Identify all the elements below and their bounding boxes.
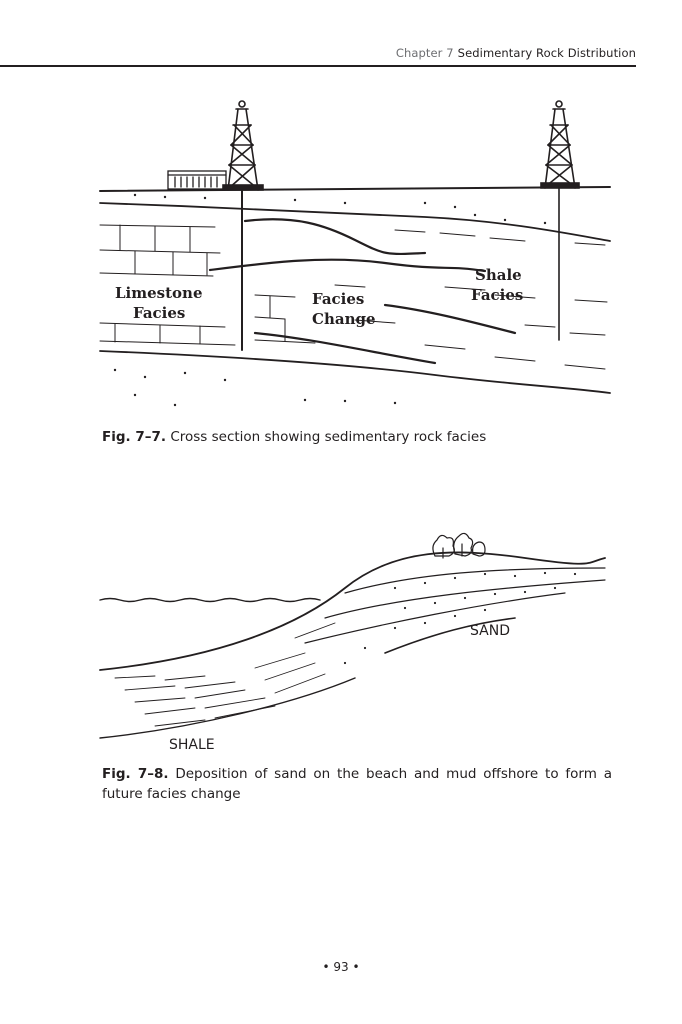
limestone-facies-label-line1: Limestone	[115, 284, 203, 302]
chapter-title: Sedimentary Rock Distribution	[457, 46, 636, 60]
figure-7-8-text: Deposition of sand on the beach and mud …	[102, 766, 612, 802]
offshore-mud-dashes	[114, 622, 336, 727]
facies-change-label-line1: Facies	[312, 290, 364, 308]
beach-deposition-illustration: SAND SHALE	[99, 532, 606, 753]
figure-7-7-caption: Fig. 7–7. Cross section showing sediment…	[102, 427, 612, 447]
sand-dots	[113, 193, 547, 407]
right-oil-derrick	[540, 100, 580, 189]
left-oil-derrick	[222, 100, 264, 191]
figure-7-7-text: Cross section showing sedimentary rock f…	[170, 429, 487, 445]
figure-7-8-number: Fig. 7–8.	[102, 766, 169, 782]
facies-change-interfingering	[208, 218, 517, 365]
shale-facies-label-line2: Facies	[471, 286, 523, 304]
beach-sand-dots	[343, 571, 577, 665]
figure-7-7-number: Fig. 7–7.	[102, 429, 167, 445]
facies-cross-section-illustration: Limestone Facies Facies Change Shale Fac…	[99, 100, 611, 407]
shale-label: SHALE	[169, 737, 215, 753]
header-rule	[0, 65, 636, 67]
limestone-facies-label-line2: Facies	[133, 304, 185, 322]
shale-facies-label-line1: Shale	[475, 266, 522, 284]
page-number: • 93 •	[322, 960, 360, 974]
sand-label: SAND	[470, 623, 510, 639]
shale-dash-pattern	[334, 229, 608, 370]
building	[167, 170, 227, 190]
facies-change-label-line2: Change	[312, 310, 376, 328]
chapter-label: Chapter 7	[395, 46, 454, 60]
limestone-brick-pattern	[99, 224, 316, 346]
figure-7-8-caption: Fig. 7–8. Deposition of sand on the beac…	[102, 764, 612, 804]
trees	[432, 532, 486, 559]
